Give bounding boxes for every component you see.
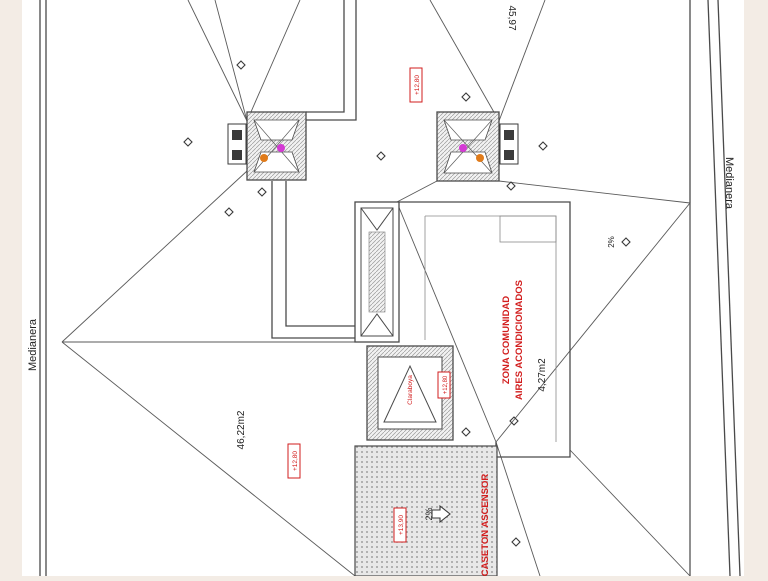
zone-label-line2: AIRES ACONDICIONADOS — [514, 280, 525, 400]
drain-icon — [183, 137, 193, 147]
drain-icon — [511, 537, 521, 547]
skylight-block — [366, 345, 454, 441]
slope-label-elevator: 2% — [424, 507, 434, 520]
duct-path — [271, 0, 357, 339]
drain-icon — [506, 181, 516, 191]
zone-label-line1: ZONA COMUNIDAD — [501, 296, 512, 384]
roof-hip-lines — [61, 0, 691, 577]
drain-icon — [236, 60, 246, 70]
drain-icon — [376, 151, 386, 161]
level-mark-shaft: +12,80 — [443, 375, 449, 394]
level-mark-top: +12,80 — [414, 75, 421, 95]
drain-icon — [257, 187, 267, 197]
slope-arrow-icon — [431, 504, 451, 524]
central-shaft — [354, 201, 400, 343]
right-neighbor-label: Medianera — [723, 157, 735, 210]
drain-icon — [461, 92, 471, 102]
vent-orange-right — [476, 154, 484, 162]
area-zone-label: 4,27m2 — [537, 358, 548, 392]
drain-icon — [509, 416, 519, 426]
elevator-label: CASETON ASCENSOR — [480, 474, 491, 576]
drain-icon — [224, 207, 234, 217]
level-mark-left: +12,80 — [292, 451, 299, 471]
elevator-housing — [354, 445, 498, 577]
slope-label-right: 2% — [607, 236, 616, 248]
level-marker-boxes — [287, 67, 451, 543]
level-mark-elevator: +13,90 — [398, 515, 405, 535]
drain-icon — [621, 237, 631, 247]
drain-markers — [183, 60, 631, 547]
drain-icon — [538, 141, 548, 151]
vent-magenta-left — [277, 144, 285, 152]
vent-orange-left — [260, 154, 268, 162]
vent-markers — [260, 144, 484, 162]
area-top-right-label: 45,97 — [506, 5, 517, 30]
left-neighbor-label: Medianera — [27, 318, 39, 371]
chimney-left — [227, 111, 307, 181]
area-left-label: 46,22m2 — [236, 410, 247, 449]
shaft-label: Claraboya — [407, 375, 414, 405]
drain-icon — [461, 427, 471, 437]
vent-magenta-right — [459, 144, 467, 152]
